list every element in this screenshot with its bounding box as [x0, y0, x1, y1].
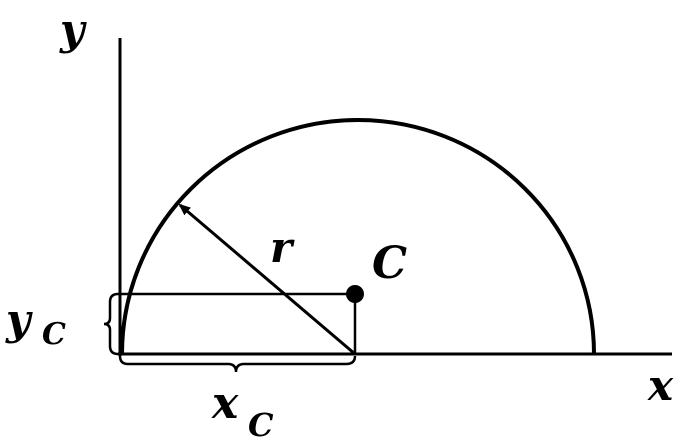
xc-label-main: x: [211, 378, 239, 429]
yc-label-sub: C: [42, 317, 66, 352]
centroid-label: C: [372, 238, 407, 289]
x-axis-label: x: [647, 361, 674, 410]
radius-arrow: [178, 203, 356, 356]
radius-label: r: [270, 223, 295, 272]
semicircle-arc: [120, 118, 596, 355]
yc-label-main: y: [5, 295, 33, 344]
xc-brace: [118, 355, 357, 373]
yc-brace: [103, 292, 119, 356]
xc-label-sub: C: [248, 406, 274, 444]
centroid-point: [346, 285, 364, 303]
y-axis-label: y: [59, 5, 87, 54]
